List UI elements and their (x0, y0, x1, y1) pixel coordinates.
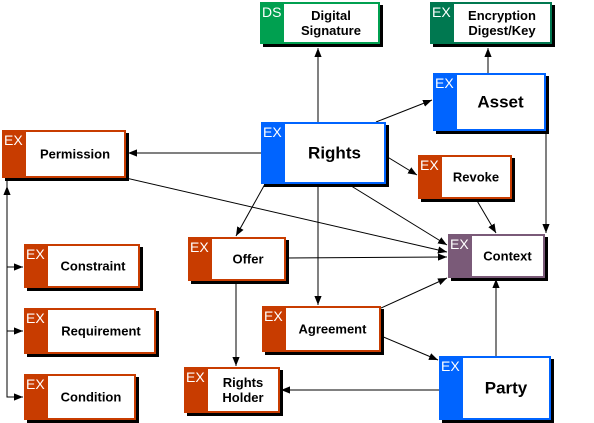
node-tag: EX (264, 308, 283, 324)
node-rights: EX Rights (261, 122, 389, 187)
node-label: Offer (232, 252, 263, 267)
node-label: Requirement (61, 324, 141, 339)
node-tag: EX (26, 310, 45, 326)
node-label: Rights (308, 144, 361, 163)
node-requirement: EX Requirement (24, 308, 159, 357)
node-tag: EX (263, 124, 282, 140)
node-agreement: EX Agreement (262, 306, 384, 355)
node-tag: EX (26, 246, 45, 262)
node-tag: EX (450, 236, 469, 252)
node-asset: EX Asset (433, 73, 549, 134)
node-label: Encryption (468, 8, 536, 23)
node-label: Permission (40, 147, 110, 162)
edge-permission-to-condition (6, 178, 23, 401)
node-label: Asset (477, 93, 524, 112)
node-label: Digital (311, 8, 351, 23)
node-label: Signature (301, 23, 361, 38)
node-tag: EX (441, 358, 460, 374)
node-label: Constraint (61, 259, 127, 274)
node-condition: EX Condition (24, 374, 139, 423)
node-tag: EX (26, 376, 45, 392)
edge-agreement-to-context (380, 277, 448, 309)
node-tag: EX (190, 239, 209, 255)
node-label: Revoke (453, 170, 499, 185)
node-tag: EX (186, 369, 205, 385)
node-label: Digest/Key (468, 23, 536, 38)
node-offer: EX Offer (188, 237, 289, 284)
node-constraint: EX Constraint (24, 244, 143, 291)
node-tag: DS (262, 4, 281, 20)
node-label: Condition (61, 390, 122, 405)
node-label: Holder (222, 390, 263, 405)
node-tag: EX (4, 132, 23, 148)
edge-permission-to-requirement (6, 178, 23, 335)
node-permission: EX Permission (2, 130, 129, 181)
node-label: Rights (223, 375, 263, 390)
node-label: Agreement (299, 322, 368, 337)
edge-agreement-to-party (380, 335, 439, 361)
node-label: Context (483, 249, 532, 264)
node-label: Party (485, 379, 528, 398)
edge-permission-to-constraint (6, 178, 23, 271)
edge-permission-to-context (125, 177, 448, 254)
edge-rights-to-asset (375, 99, 433, 123)
node-tag: EX (420, 157, 439, 173)
node-tag: EX (435, 75, 454, 91)
node-tag: EX (432, 4, 451, 20)
node-context: EX Context (448, 234, 548, 281)
edge-offer-to-context (285, 253, 448, 261)
edge-rights-to-context (347, 183, 448, 246)
node-party: EX Party (439, 356, 554, 423)
edge-rights-to-offer (235, 183, 266, 237)
edge-revoke-to-context (475, 198, 497, 234)
node-revoke: EX Revoke (418, 155, 515, 202)
